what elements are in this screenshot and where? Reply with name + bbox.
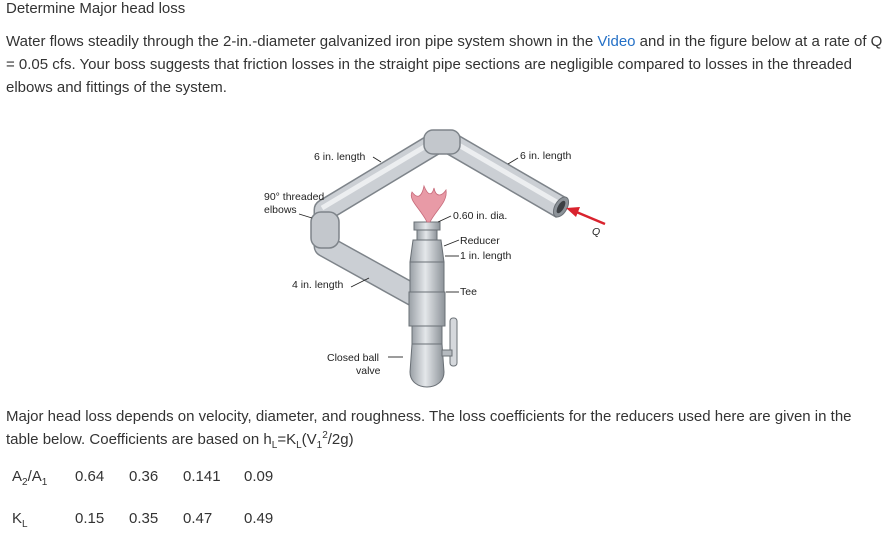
pipe-network: [313, 131, 568, 318]
table-cell: 0.141: [183, 468, 221, 485]
table-row-header: A2/A1: [12, 468, 48, 488]
video-link[interactable]: Video: [597, 33, 636, 50]
label-1in: 1 in. length: [460, 250, 512, 262]
flow-arrow: [566, 207, 606, 226]
label-valve-1: Closed ball: [327, 352, 379, 364]
loss-description: Major head loss depends on velocity, dia…: [6, 405, 884, 451]
leader-lines: [298, 156, 519, 358]
statement-text-1: Water flows steadily through the 2-in.-d…: [6, 33, 598, 50]
elbow-left: [310, 211, 340, 249]
statement-text-2: and in the figure below at a rate of Q =…: [6, 33, 883, 96]
table-cell: 0.35: [129, 510, 159, 527]
table-cell: 0.47: [183, 510, 213, 527]
label-elbows-2: elbows: [264, 204, 297, 216]
page-title: Determine Major head loss: [6, 0, 186, 17]
problem-statement: Water flows steadily through the 2-in.-d…: [6, 30, 884, 99]
label-diameter: 0.60 in. dia.: [453, 210, 507, 222]
table-row-header: KL: [12, 510, 28, 530]
pipe-outlet: [552, 196, 570, 218]
label-flow-q: Q: [592, 226, 600, 238]
table-cell: 0.15: [75, 510, 105, 527]
water-jet: [410, 184, 447, 223]
table-cell: 0.64: [75, 468, 105, 485]
table-cell: 0.36: [129, 468, 159, 485]
label-elbows-1: 90° threaded: [264, 191, 324, 203]
loss-description-line-2: table below. Coefficients are based on h…: [6, 430, 354, 451]
table-cell: 0.49: [244, 510, 274, 527]
label-reducer: Reducer: [460, 235, 500, 247]
fitting-stack: [408, 221, 458, 388]
label-6in-right: 6 in. length: [520, 150, 572, 162]
label-4in: 4 in. length: [292, 279, 344, 291]
label-tee: Tee: [460, 286, 477, 298]
label-valve-2: valve: [356, 365, 381, 377]
table-cell: 0.09: [244, 468, 274, 485]
elbow-top: [423, 129, 461, 155]
label-6in-left: 6 in. length: [314, 151, 366, 163]
loss-description-line-1: Major head loss depends on velocity, dia…: [6, 408, 852, 425]
